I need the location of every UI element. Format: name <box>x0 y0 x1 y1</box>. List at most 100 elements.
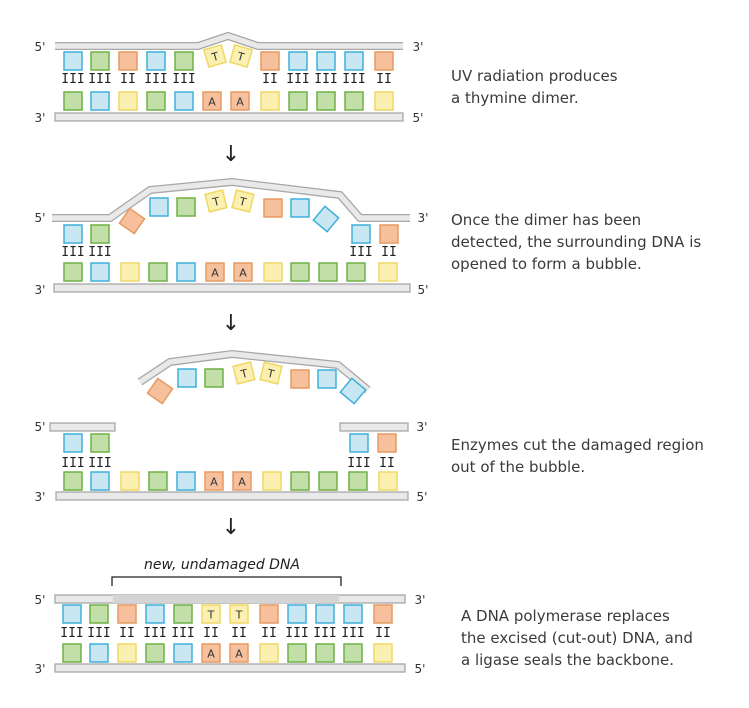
arrow-step-2-to-3: ↓ <box>222 311 240 336</box>
stage3-bottom-base-9 <box>290 471 310 491</box>
stage1-bond-12: II <box>376 72 392 87</box>
stage4-top-base-5 <box>173 604 193 624</box>
stage4-bottom-base-8-box <box>259 643 279 663</box>
stage2-top-base-8 <box>263 198 283 218</box>
stage1-top-base-7-box <box>228 43 254 69</box>
stage3-top-base-12 <box>377 433 397 453</box>
stage3-bond-2: III <box>88 456 111 471</box>
stage1-bottom-base-9 <box>288 91 308 111</box>
caption-step-3: Enzymes cut the damaged region out of th… <box>451 434 704 478</box>
stage4-top-base-11-box <box>343 604 363 624</box>
stage1-top-base-4-box <box>146 51 166 71</box>
stage4-top-base-2 <box>89 604 109 624</box>
stage1-bond-4: III <box>144 72 167 87</box>
stage4-top-base-3-box <box>117 604 137 624</box>
stage4-bottom-base-2 <box>89 643 109 663</box>
stage2-top-base-9 <box>290 198 310 218</box>
stage3-bottom-base-12 <box>378 471 398 491</box>
stage2-top-base-6-box <box>204 189 228 213</box>
stage3-excised-base-7-box <box>259 361 283 385</box>
stage2-top-base-10-box <box>312 205 340 233</box>
stage2-top-backbone-fill <box>52 179 410 221</box>
stage2-top-base-6: T <box>204 189 228 213</box>
stage1-bottom-base-3-box <box>118 91 138 111</box>
stage1-top-base-8 <box>260 51 280 71</box>
stage3-excised-backbone-fill <box>138 351 370 393</box>
stage1-top-base-9-box <box>288 51 308 71</box>
stage1-top-base-7-letter: T <box>235 50 246 65</box>
stage3-bottom-base-11 <box>348 471 368 491</box>
stage1-top-base-6: T <box>202 43 228 69</box>
stage4-bond-2: III <box>87 626 110 641</box>
stage1-top-base-2-box <box>90 51 110 71</box>
stage1-top-3prime-label: 3' <box>413 40 424 54</box>
stage4-bottom-base-1 <box>62 643 82 663</box>
stage1-top-base-3 <box>118 51 138 71</box>
stage2-bottom-base-2 <box>90 262 110 282</box>
stage3-excised-base-3-box <box>146 377 174 405</box>
stage1-bottom-base-3 <box>118 91 138 111</box>
stage3-bottom-3prime-label: 3' <box>35 490 46 504</box>
stage3-bottom-base-4-box <box>148 471 168 491</box>
stage3-bottom-base-7-box <box>232 471 252 491</box>
stage2-bottom-base-11 <box>346 262 366 282</box>
stage2-bottom-base-3-box <box>120 262 140 282</box>
annotation-bracket <box>111 576 342 586</box>
stage1-bottom-base-7-box <box>230 91 250 111</box>
stage1-bottom-base-8-box <box>260 91 280 111</box>
stage3-excised-base-9 <box>317 369 337 389</box>
stage4-bottom-base-5 <box>173 643 193 663</box>
stage3-bottom-base-12-box <box>378 471 398 491</box>
stage3-bottom-base-7-letter: A <box>238 476 246 489</box>
stage1-top-base-3-box <box>118 51 138 71</box>
stage3-bottom-base-10 <box>318 471 338 491</box>
stage1-bond-3: II <box>120 72 136 87</box>
stage2-bottom-base-9-box <box>290 262 310 282</box>
stage3-bottom-base-3-box <box>120 471 140 491</box>
stage3-excised-base-3 <box>146 377 174 405</box>
stage1-top-base-12-box <box>374 51 394 71</box>
stage2-top-base-12-box <box>379 224 399 244</box>
stage4-bond-4: III <box>143 626 166 641</box>
stage4-top-base-6: T <box>201 604 221 624</box>
stage3-bottom-base-7: A <box>232 471 252 491</box>
stage4-bond-12: II <box>375 626 391 641</box>
stage3-top-3prime-label: 3' <box>417 420 428 434</box>
stage1-bottom-base-8 <box>260 91 280 111</box>
stage4-top-base-10-box <box>315 604 335 624</box>
stage4-bottom-3prime-label: 3' <box>35 662 46 676</box>
stage3-excised-base-6: T <box>232 361 256 385</box>
stage3-bottom-base-6-letter: A <box>210 476 218 489</box>
stage2-bottom-base-8 <box>263 262 283 282</box>
stage1-bottom-base-2 <box>90 91 110 111</box>
stage1-bottom-base-4 <box>146 91 166 111</box>
stage4-top-base-4 <box>145 604 165 624</box>
stage4-bond-8: II <box>261 626 277 641</box>
stage2-top-base-4 <box>149 197 169 217</box>
stage1-bond-2: III <box>88 72 111 87</box>
stage4-bottom-base-9 <box>287 643 307 663</box>
stage2-top-base-2 <box>90 224 110 244</box>
caption-step-4-line-1: A DNA polymerase replaces <box>461 607 670 625</box>
stage1-bond-5: III <box>172 72 195 87</box>
arrow-step-1-to-2: ↓ <box>222 142 240 167</box>
stage2-top-base-1-box <box>63 224 83 244</box>
stage1-top-backbone-fill <box>55 33 403 49</box>
stage1-bottom-base-6-box <box>202 91 222 111</box>
stage2-bottom-base-12-box <box>378 262 398 282</box>
stage4-top-base-7: T <box>229 604 249 624</box>
caption-step-4-line-2: the excised (cut-out) DNA, and <box>461 629 693 647</box>
stage1-bottom-base-2-box <box>90 91 110 111</box>
stage4-bond-6: II <box>203 626 219 641</box>
stage4-bottom-base-7-letter: A <box>235 648 243 661</box>
stage3-bottom-base-4 <box>148 471 168 491</box>
stage1-bottom-base-11-box <box>344 91 364 111</box>
stage1-top-base-11-box <box>344 51 364 71</box>
stage4-top-base-1-box <box>62 604 82 624</box>
stage4-top-base-9-box <box>287 604 307 624</box>
stage2-bottom-backbone <box>53 283 411 293</box>
stage1-top-5prime-label: 5' <box>35 40 46 54</box>
stage1-bottom-base-5-box <box>174 91 194 111</box>
stage2-bottom-base-10-box <box>318 262 338 282</box>
stage4-bond-11: III <box>341 626 364 641</box>
